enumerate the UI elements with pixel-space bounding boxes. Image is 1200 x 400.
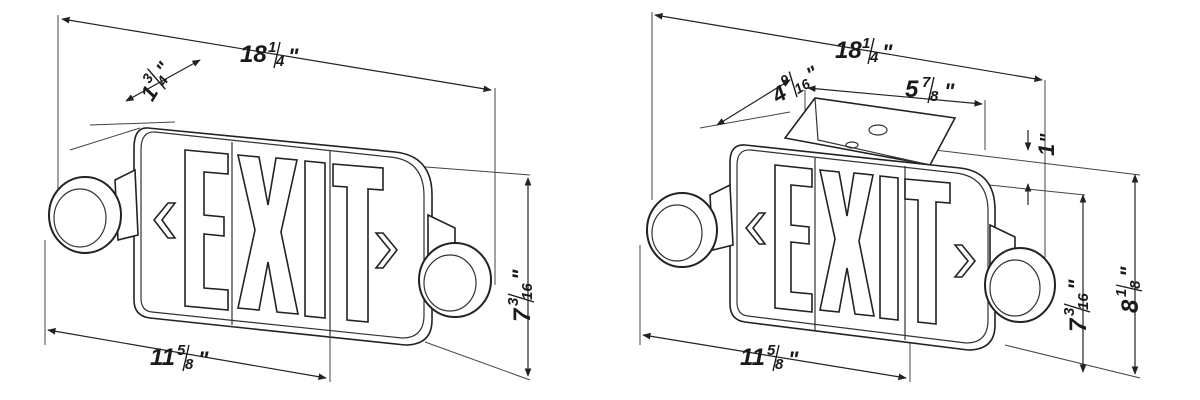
left-body-width-label: 11 5 8 " bbox=[150, 342, 209, 373]
right-body-width-den: 8 bbox=[775, 356, 784, 373]
left-width-num: 1 bbox=[268, 39, 276, 56]
right-bracket-edge bbox=[814, 97, 931, 166]
right-ext-line bbox=[1004, 344, 1141, 379]
left-lamp-head-left bbox=[48, 176, 122, 254]
left-chevron-right bbox=[374, 232, 399, 269]
right-lamp-head-left bbox=[646, 192, 718, 268]
left-height-num: 3 bbox=[505, 297, 522, 306]
right-exit-sign-view bbox=[639, 12, 1141, 382]
right-bracket-unit: " bbox=[944, 79, 955, 104]
right-bracket-screw bbox=[845, 141, 859, 149]
fraction-slash bbox=[1063, 303, 1091, 313]
left-ext-line bbox=[424, 341, 531, 381]
left-body-width-whole: 11 bbox=[150, 344, 175, 371]
left-height-whole: 7 bbox=[509, 307, 536, 322]
right-body-width-dim-line bbox=[642, 332, 907, 381]
right-bracket-label: 5 7 8 " bbox=[905, 74, 955, 105]
fraction-slash bbox=[1115, 284, 1143, 292]
right-overall-height-unit: " bbox=[1116, 266, 1141, 277]
left-depth-label: 1 3 4 " bbox=[135, 58, 176, 105]
left-ext-line bbox=[89, 121, 176, 126]
left-body-width-num: 5 bbox=[177, 342, 186, 359]
left-ext-line bbox=[69, 127, 141, 151]
left-width-whole: 18 bbox=[240, 41, 267, 68]
fraction-slash bbox=[273, 41, 281, 69]
fraction-slash bbox=[182, 344, 190, 372]
right-height-num: 3 bbox=[1061, 307, 1078, 316]
right-letter-x bbox=[818, 169, 875, 317]
left-height-unit: " bbox=[508, 269, 533, 280]
fraction-slash bbox=[147, 68, 166, 90]
fraction-slash bbox=[927, 76, 935, 104]
right-width-den: 4 bbox=[869, 49, 879, 66]
left-letter-i bbox=[304, 160, 326, 319]
left-lamp-lens-left bbox=[53, 188, 107, 248]
left-depth-dim-line bbox=[125, 59, 201, 102]
right-bracket-num: 7 bbox=[922, 74, 931, 91]
right-ext-line bbox=[699, 111, 791, 129]
left-height-den: 16 bbox=[519, 283, 536, 300]
left-lamp-lens-right bbox=[423, 254, 477, 312]
right-body-width-num: 5 bbox=[767, 342, 776, 359]
right-depth-dim-line bbox=[716, 79, 791, 126]
right-bracket-dim-line bbox=[807, 85, 983, 107]
right-overall-height-whole: 8 bbox=[1117, 299, 1144, 313]
fraction-slash bbox=[507, 293, 535, 303]
fraction-slash bbox=[867, 37, 875, 65]
right-letter-t bbox=[904, 178, 951, 325]
left-width-label: 18 1 4 " bbox=[240, 39, 299, 70]
left-letter-t bbox=[332, 163, 384, 323]
right-overall-height-den: 8 bbox=[1127, 280, 1144, 289]
left-letter-x bbox=[236, 154, 300, 315]
right-chevron-left bbox=[744, 212, 767, 245]
left-sign-face bbox=[140, 131, 425, 339]
right-height-whole: 7 bbox=[1065, 317, 1092, 332]
right-width-unit: " bbox=[882, 40, 893, 65]
right-width-dim-line bbox=[654, 12, 1043, 83]
right-lamp-lens-left bbox=[651, 204, 703, 262]
right-bracket-height-label: 1 " bbox=[1034, 133, 1059, 156]
right-chevron-right bbox=[953, 244, 977, 278]
left-body-width-den: 8 bbox=[185, 356, 194, 373]
right-lamp-lens-right bbox=[989, 259, 1041, 317]
right-bracket-knockout bbox=[868, 124, 888, 136]
right-bracket-height-unit: " bbox=[1037, 133, 1059, 143]
fraction-slash bbox=[788, 71, 798, 98]
right-body-width-whole: 11 bbox=[740, 344, 765, 371]
left-width-den: 4 bbox=[275, 53, 285, 70]
left-width-unit: " bbox=[288, 44, 299, 69]
right-depth-den: 16 bbox=[791, 75, 813, 97]
left-chevron-left bbox=[152, 202, 177, 239]
right-bracket-whole: 5 bbox=[905, 76, 919, 103]
right-letter-i bbox=[879, 175, 899, 321]
right-body-width-unit: " bbox=[788, 347, 799, 372]
right-bracket-den: 8 bbox=[930, 88, 939, 105]
right-overall-height-num: 1 bbox=[1113, 289, 1130, 297]
right-lamp-head-right bbox=[984, 247, 1056, 323]
right-height-unit: " bbox=[1064, 279, 1089, 290]
right-overall-height-label: 8 1 8 " bbox=[1113, 266, 1144, 313]
right-ext-line bbox=[934, 149, 1141, 176]
right-sign-face bbox=[736, 149, 989, 344]
right-bracket-height-whole: 1 bbox=[1034, 144, 1059, 156]
left-height-label: 7 3 16 " bbox=[505, 269, 536, 322]
right-letter-e bbox=[774, 164, 813, 313]
left-exit-sign-view bbox=[44, 15, 532, 382]
left-letter-e bbox=[184, 149, 229, 311]
fraction-slash bbox=[772, 344, 780, 372]
right-width-label: 18 1 4 " bbox=[835, 35, 893, 66]
left-body-width-unit: " bbox=[198, 347, 209, 372]
left-lamp-head-right bbox=[418, 242, 492, 318]
right-width-whole: 18 bbox=[835, 37, 862, 64]
right-width-num: 1 bbox=[862, 35, 870, 52]
right-height-label: 7 3 16 " bbox=[1061, 279, 1092, 332]
right-height-den: 16 bbox=[1075, 293, 1092, 310]
right-body-width-label: 11 5 8 " bbox=[740, 342, 799, 373]
